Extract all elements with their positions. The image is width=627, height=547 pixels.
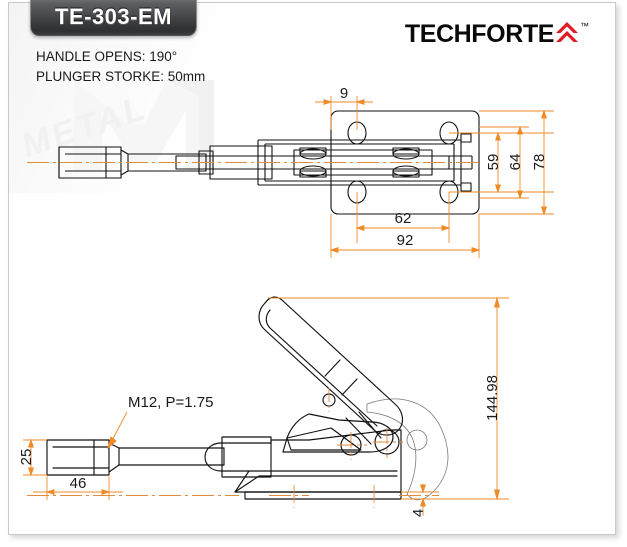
chevron-icon <box>555 21 579 47</box>
dim-overall-height: 144.98 <box>484 375 501 421</box>
dim-nut-height: 25 <box>18 449 35 466</box>
trademark-symbol: ™ <box>580 21 589 31</box>
top-view-drawing: 9 59 64 78 62 92 <box>9 88 609 268</box>
dim-hole-inset: 9 <box>340 88 348 102</box>
dim-base-length: 92 <box>397 232 414 249</box>
spec-handle-opens: HANDLE OPENS: 190° <box>36 49 178 64</box>
spec-plunger-stroke: PLUNGER STORKE: 50mm <box>36 69 206 84</box>
dim-hole-pitch-v: 59 <box>485 154 502 171</box>
dim-base-thickness: 4 <box>410 509 427 517</box>
dim-plunger-nut-length: 46 <box>70 475 87 492</box>
dim-base-width-inner: 64 <box>507 154 524 171</box>
dim-base-width-outer: 78 <box>531 154 548 171</box>
brand-logo: TECHFORTE ™ <box>405 20 589 49</box>
model-badge-label: TE-303-EM <box>55 4 172 29</box>
spec-list: HANDLE OPENS: 190° PLUNGER STORKE: 50mm <box>36 47 205 87</box>
dim-hole-pitch-h: 62 <box>395 210 412 227</box>
dim-thread-spec: M12, P=1.75 <box>128 394 213 411</box>
model-badge: TE-303-EM <box>30 0 197 36</box>
brand-wordmark: TECHFORTE <box>404 20 555 48</box>
side-view-drawing: M12, P=1.75 25 46 4 144.98 <box>9 280 609 525</box>
